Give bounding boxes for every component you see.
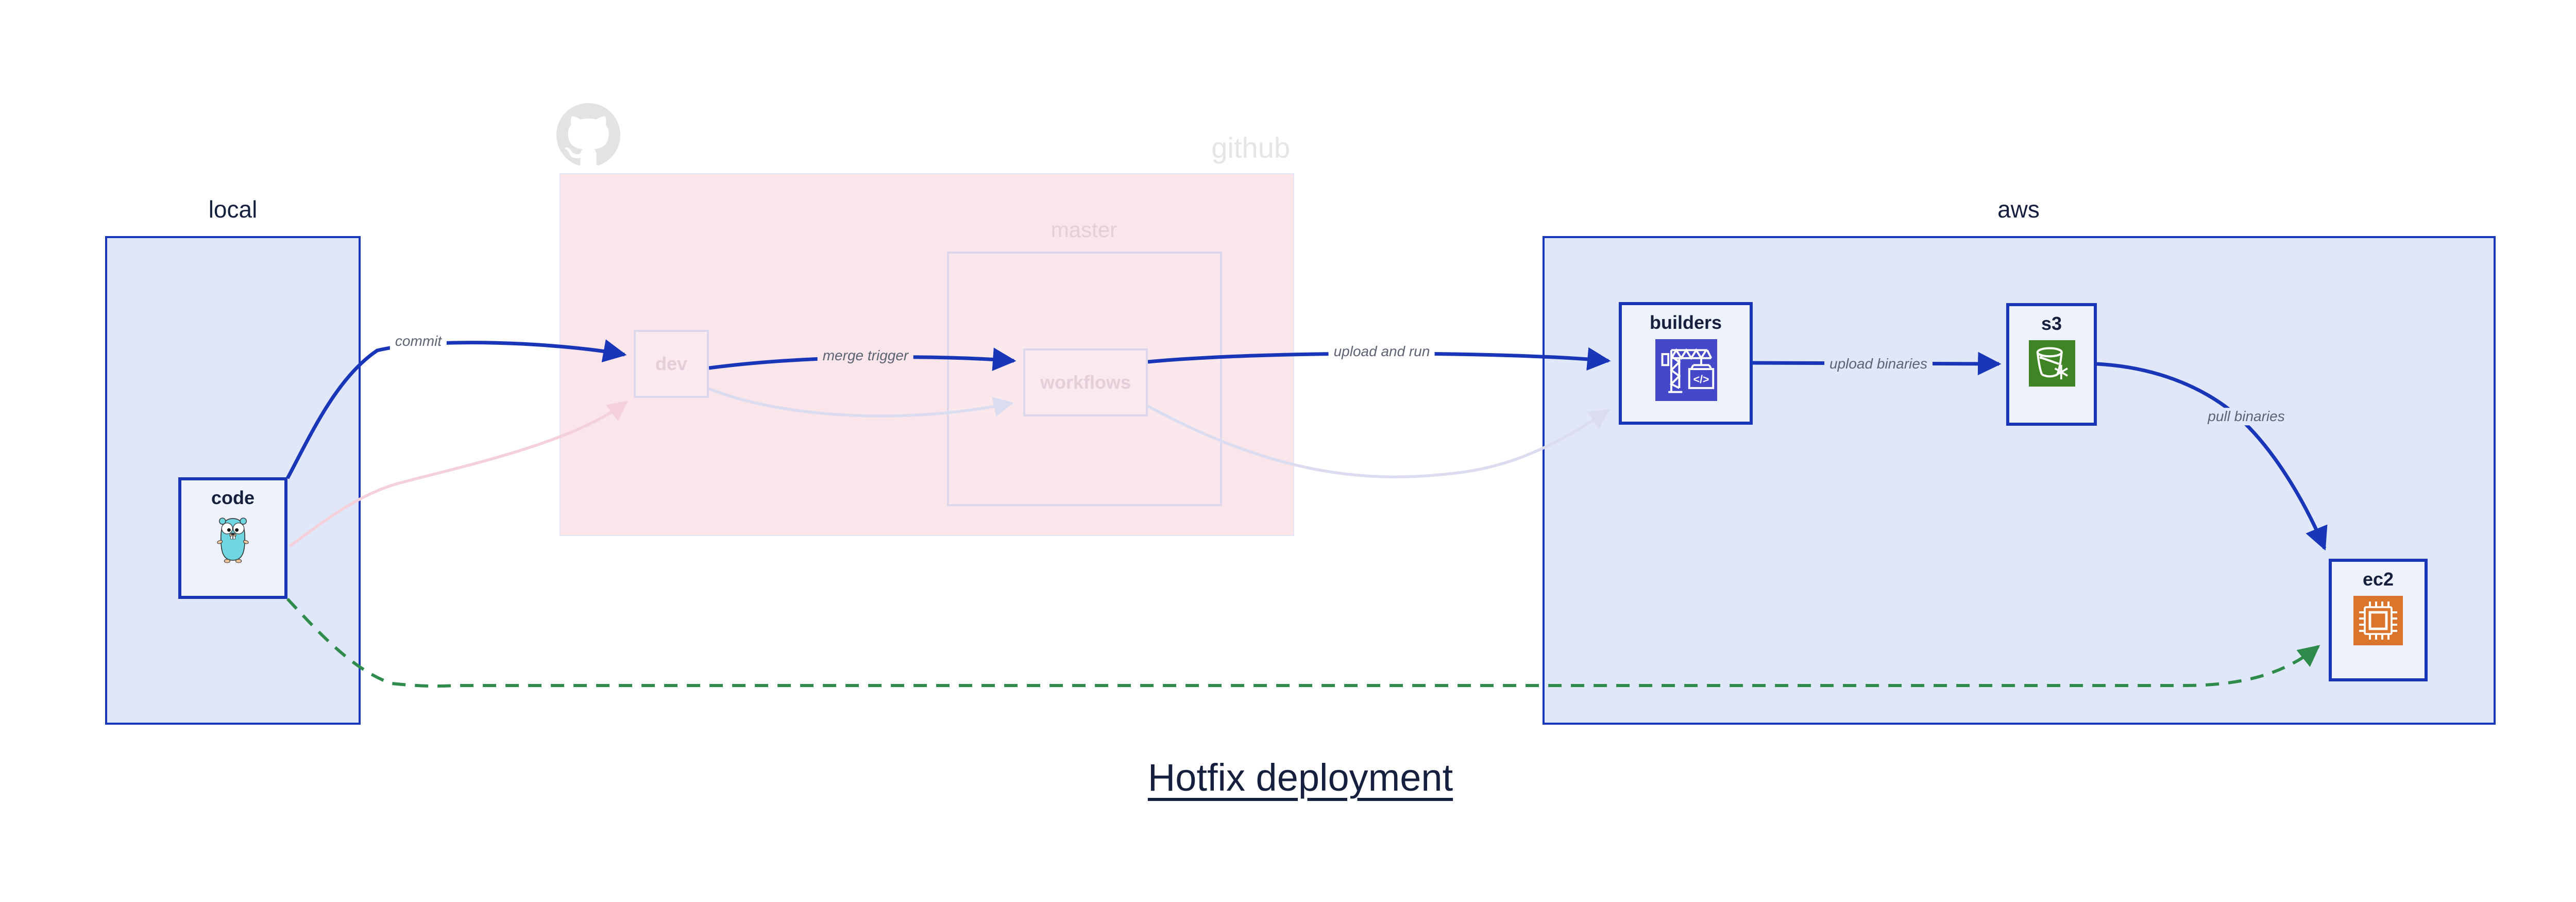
edge-hotfix-dashed-line — [286, 597, 2320, 688]
edge-code-to-dev-ghost-line — [289, 400, 629, 548]
group-aws-label: aws — [1997, 196, 2040, 223]
node-workflows-label: workflows — [1040, 372, 1131, 393]
node-workflows: workflows — [1023, 348, 1148, 416]
node-ec2: ec2 — [2329, 559, 2428, 681]
edge-dev-to-workflows-ghost-line — [708, 387, 1014, 417]
node-dev-label: dev — [655, 354, 688, 374]
aws-ec2-chip-icon — [2353, 596, 2403, 645]
edge-label-upload-and-run: upload and run — [1328, 343, 1435, 360]
diagram-title: Hotfix deployment — [1147, 757, 1453, 799]
node-s3-label: s3 — [2041, 313, 2062, 334]
node-ec2-label: ec2 — [2362, 569, 2394, 590]
github-logo-icon — [556, 103, 620, 165]
edge-label-merge-trigger: merge trigger — [817, 347, 914, 364]
aws-s3-bucket-snowflake-icon — [2028, 340, 2075, 387]
codebuild-code-glyph: </> — [1693, 373, 1709, 386]
group-local-label: local — [208, 196, 258, 223]
node-dev: dev — [634, 330, 709, 398]
node-code-label: code — [211, 488, 255, 508]
edge-label-commit: commit — [389, 332, 447, 350]
node-builders: builders </> — [1619, 302, 1753, 425]
edge-pull-binaries-line — [2096, 362, 2328, 551]
edge-label-upload-binaries: upload binaries — [1824, 355, 1933, 373]
group-github-label: github — [1211, 132, 1290, 164]
node-s3: s3 — [2006, 303, 2097, 426]
group-master-label: master — [1050, 219, 1117, 242]
edge-workflows-to-builders-ghost-line — [1147, 405, 1611, 479]
edge-commit-line — [285, 339, 627, 479]
edge-label-pull-binaries: pull binaries — [2202, 408, 2290, 425]
aws-codebuild-crane-icon: </> — [1655, 339, 1717, 401]
go-gopher-icon — [217, 517, 249, 563]
node-builders-label: builders — [1649, 312, 1722, 333]
node-code: code — [178, 477, 287, 599]
